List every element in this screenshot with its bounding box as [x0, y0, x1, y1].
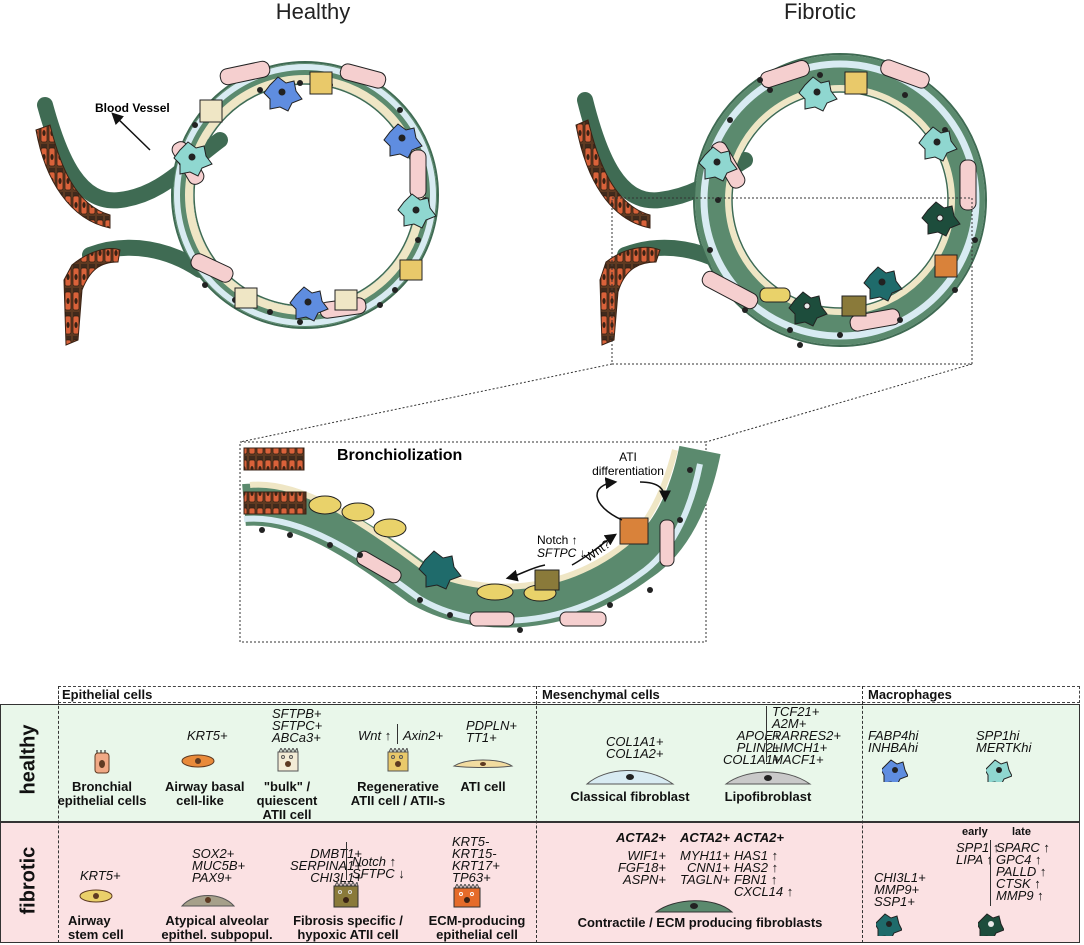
bulk-atii-markers: SFTPB+ SFTPC+ ABCa3+: [272, 706, 323, 745]
macrophage-late-markers: SPARC ↑ GPC4 ↑ PALLD ↑ CTSK ↑ MMP9 ↑: [996, 840, 1050, 903]
classical-fibroblast-icon: [585, 770, 675, 785]
atypical-markers: SOX2+ MUC5B+ PAX9+: [192, 846, 246, 885]
ati-cell-icon: [452, 759, 514, 768]
regenerative-label-2: ATII cell / ATII-s: [350, 793, 446, 808]
sftpc-label: SFTPC ↓: [537, 546, 586, 560]
bronchial-epithelium-upper: [35, 124, 111, 229]
macrophage-healthy-1-markers: FABP4hi INHBAhi: [868, 728, 919, 755]
ecm-epithelial-label-1: ECM-producing: [428, 913, 526, 928]
contractile-markers-col1: ACTA2+ WIF1+ FGF18+ ASPN+: [616, 830, 666, 887]
ati-diff-label-2: differentiation: [592, 464, 664, 478]
airway-stem-cell-icon: [79, 889, 113, 903]
macrophage-early-markers: SPP1 ↑ LIPA ↑: [956, 840, 1000, 867]
bulk-atii-cell-icon: [277, 748, 299, 772]
bulk-atii-label-2: quiescent: [256, 793, 318, 808]
macrophage-cyan-icon: [986, 759, 1012, 782]
fibrosis-specific-label-2: hypoxic ATII cell: [297, 927, 399, 942]
airway-basal-label-2: cell-like: [176, 793, 224, 808]
row-label-fibrotic: fibrotic: [17, 846, 40, 915]
macrophage-teal-icon: [876, 913, 902, 936]
row-healthy: [0, 704, 1080, 822]
classical-fibroblast-markers: COL1A1+ COL1A2+: [606, 734, 664, 761]
bronchial-label-1: Bronchial: [72, 779, 132, 794]
row-fibrotic: [0, 822, 1080, 943]
macrophage-healthy-2-markers: SPP1hi MERTKhi: [976, 728, 1032, 755]
airway-stem-label-2: stem cell: [68, 927, 124, 942]
axin2-marker: Axin2+: [403, 728, 444, 743]
fibrosis-specific-markers-right: Notch ↑ SFTPC ↓: [352, 854, 405, 881]
fibrotic-title: Fibrotic: [784, 0, 856, 24]
bronchiolization-zoom: Bronchiolization ATI differentiation Not…: [239, 441, 721, 643]
bulk-atii-label-3: ATII cell: [262, 807, 312, 822]
airway-stem-label-1: Airway: [68, 913, 111, 928]
ecm-epithelial-icon: [453, 884, 481, 908]
healthy-title: Healthy: [276, 0, 351, 24]
lipofibroblast-label: Lipofibroblast: [724, 789, 812, 804]
late-title: late: [1012, 826, 1031, 838]
fibrosis-specific-label-1: Fibrosis specific /: [293, 913, 403, 928]
regenerative-atii-icon: [387, 748, 409, 772]
bronchial-label-2: epithelial cells: [57, 793, 147, 808]
healthy-alveolus: Blood Vessel: [35, 60, 439, 346]
cell-table: Epithelial cells Mesenchymal cells Macro…: [0, 686, 1084, 945]
ecm-epithelial-markers: KRT5- KRT15- KRT17+ TP63+: [452, 834, 500, 885]
bronchial-cell-icon: [94, 750, 110, 774]
airway-basal-label-1: Airway basal: [165, 779, 245, 794]
early-title: early: [962, 826, 988, 838]
header-macrophages: Macrophages: [868, 687, 952, 702]
bulk-atii-label-1: "bulk" /: [263, 779, 311, 794]
lipofibroblast-icon: [724, 771, 812, 785]
airway-stem-marker: KRT5+: [80, 868, 121, 883]
bronchiolization-label: Bronchiolization: [337, 447, 462, 464]
lipofibroblast-markers-right: TCF21+ A2M+ RARRES2+ LIMCH1+ MACF1+: [772, 704, 841, 767]
macrophage-blue-1: [263, 76, 303, 112]
contractile-label: Contractile / ECM producing fibroblasts: [577, 915, 823, 930]
bronchial-epithelium-lower: [63, 248, 121, 346]
blood-vessel-label: Blood Vessel: [95, 101, 170, 115]
macrophage-fibrotic-markers: CHI3L1+ MMP9+ SSP1+: [874, 870, 926, 909]
ati-markers: PDPLN+ TT1+: [466, 718, 517, 745]
atypical-cell-icon: [180, 895, 236, 907]
alveoli-diagram: Healthy Fibrotic: [35, 0, 987, 643]
header-mesenchymal: Mesenchymal cells: [542, 687, 660, 702]
fibrotic-alveolus: [239, 53, 987, 443]
fibrosis-specific-atii-icon: [333, 882, 359, 908]
atypical-label-1: Atypical alveolar: [165, 913, 269, 928]
contractile-markers-col3: ACTA2+ HAS1 ↑ HAS2 ↑ FBN1 ↑ CXCL14 ↑: [734, 830, 794, 899]
airway-basal-cell-icon: [181, 754, 215, 768]
classical-fibroblast-label: Classical fibroblast: [570, 789, 690, 804]
ecm-epithelial-label-2: epithelial cell: [436, 927, 518, 942]
krt5-marker: KRT5+: [187, 728, 228, 743]
contractile-markers-col2: ACTA2+ MYH11+ CNN1+ TAGLN+: [680, 830, 730, 887]
ati-diff-label-1: ATI: [619, 450, 637, 464]
header-epithelial: Epithelial cells: [62, 687, 153, 702]
row-label-healthy: healthy: [17, 724, 40, 795]
fibrosis-specific-markers-left: DMBT1+ SERPINA1+ CHI3L1+: [290, 846, 362, 885]
macrophage-blue-icon: [882, 759, 908, 782]
regenerative-label-1: Regenerative: [357, 779, 439, 794]
ati-label: ATI cell: [460, 779, 506, 794]
notch-label: Notch ↑: [537, 533, 578, 547]
atypical-label-2: epithel. subpopul.: [161, 927, 273, 942]
contractile-fibroblast-icon: [654, 900, 734, 913]
wnt-marker: Wnt ↑: [358, 728, 392, 743]
macrophage-dark-icon: [978, 913, 1004, 936]
